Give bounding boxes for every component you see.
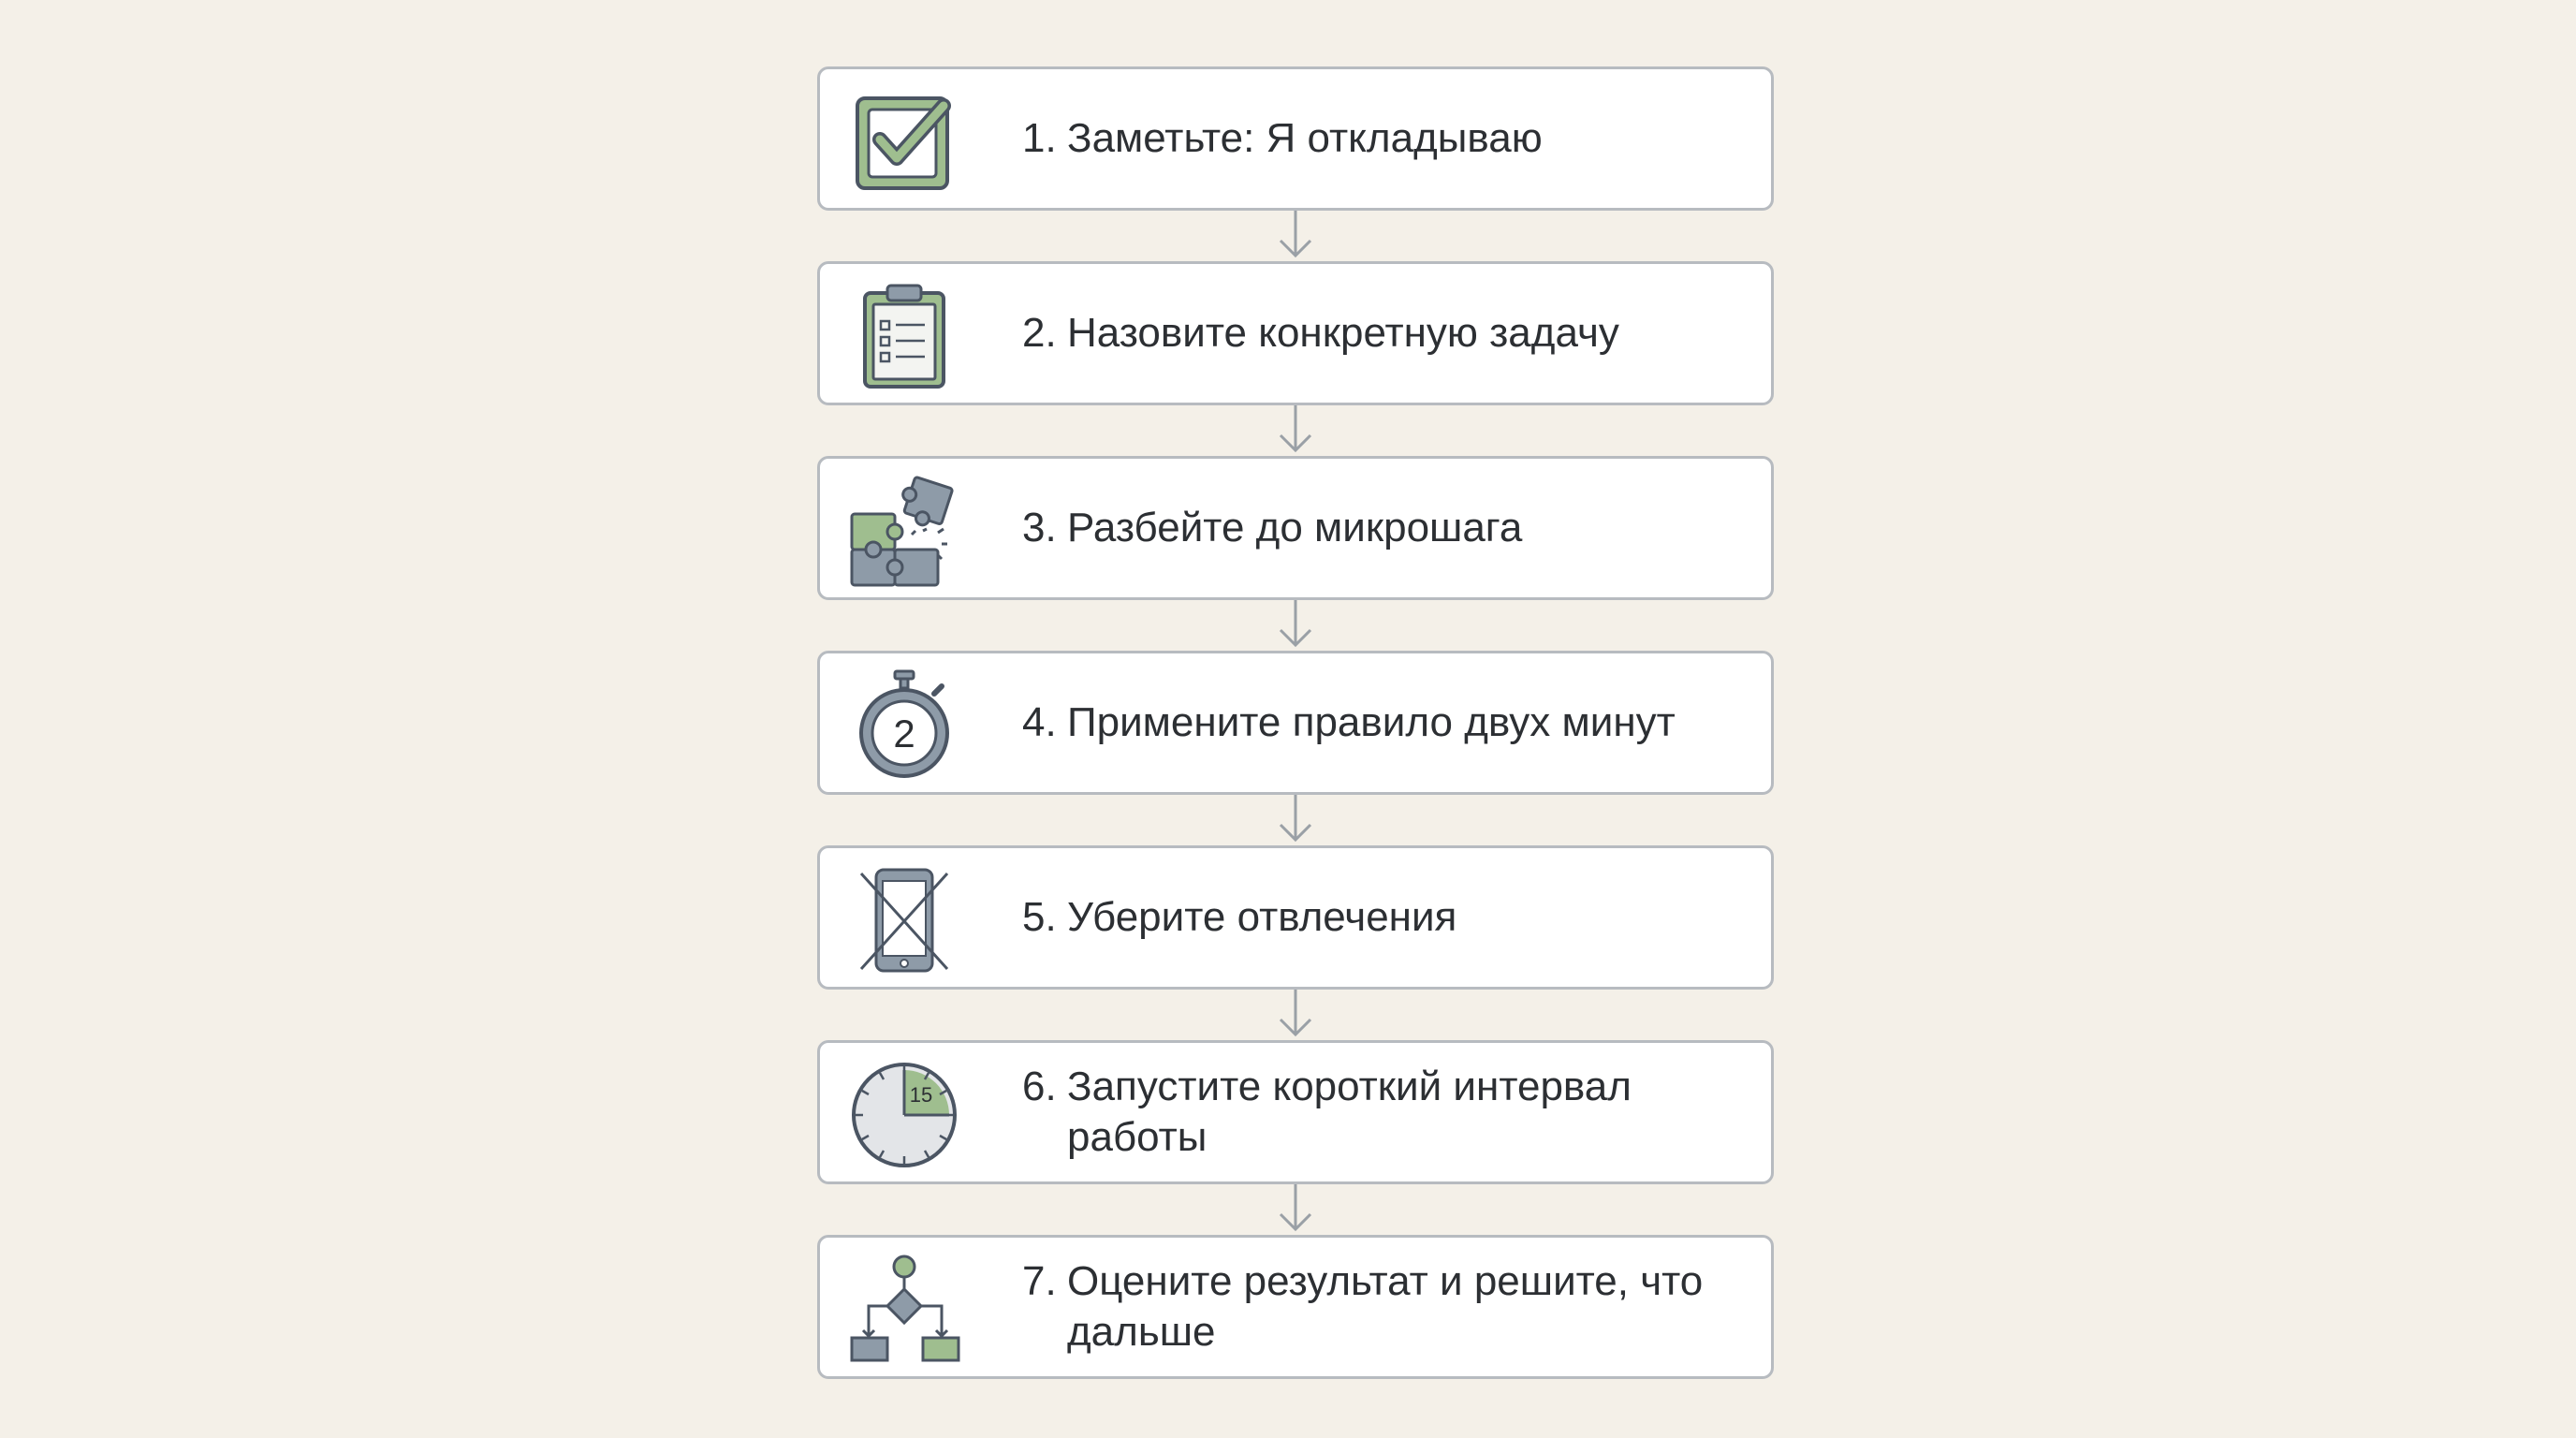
connector-arrow — [817, 211, 1774, 261]
clipboard-checklist-icon — [848, 280, 960, 392]
step-number: 6. — [1022, 1064, 1057, 1109]
step-card-5: 5. Уберите отвлечения — [817, 845, 1774, 990]
step-number: 5. — [1022, 894, 1057, 940]
step-label: Назовите конкретную задачу — [1067, 310, 1619, 356]
connector-arrow — [817, 990, 1774, 1040]
step-card-7: 7. Оцените результат и решите, что дальш… — [817, 1235, 1774, 1379]
phone-crossed-icon — [848, 864, 960, 976]
step-number: 3. — [1022, 505, 1057, 550]
connector-arrow — [817, 795, 1774, 845]
decision-flowchart-icon — [848, 1254, 960, 1366]
step-text-3: 3. Разбейте до микрошага — [1022, 503, 1522, 553]
step-label: Запустите короткий интервал работы — [1067, 1064, 1632, 1160]
step-card-1: 1. Заметьте: Я откладываю — [817, 66, 1774, 211]
step-number: 1. — [1022, 115, 1057, 161]
puzzle-pieces-icon — [848, 475, 960, 587]
stopwatch-icon: 2 — [848, 669, 960, 782]
stopwatch-number: 2 — [893, 712, 915, 756]
timer-minutes: 15 — [910, 1083, 932, 1107]
step-text-5: 5. Уберите отвлечения — [1022, 892, 1456, 943]
connector-arrow — [817, 1184, 1774, 1235]
step-text-2: 2. Назовите конкретную задачу — [1022, 308, 1619, 359]
step-text-4: 4. Примените правило двух минут — [1022, 697, 1676, 748]
connector-arrow — [817, 405, 1774, 456]
connector-arrow — [817, 600, 1774, 651]
step-number: 7. — [1022, 1258, 1057, 1304]
step-text-6: 6. Запустите короткий интервал работы — [1022, 1062, 1741, 1163]
step-label: Оцените результат и решите, что дальше — [1067, 1258, 1704, 1355]
step-label: Уберите отвлечения — [1067, 894, 1457, 940]
clock-timer-icon: 15 — [848, 1059, 960, 1171]
step-card-6: 15 6. Запустите короткий интервал работы — [817, 1040, 1774, 1184]
step-text-1: 1. Заметьте: Я откладываю — [1022, 113, 1543, 164]
step-card-4: 2 4. Примените правило двух минут — [817, 651, 1774, 795]
step-label: Разбейте до микрошага — [1067, 505, 1523, 550]
step-number: 4. — [1022, 699, 1057, 745]
step-label: Примените правило двух минут — [1067, 699, 1676, 745]
step-label: Заметьте: Я откладываю — [1067, 115, 1543, 161]
step-card-2: 2. Назовите конкретную задачу — [817, 261, 1774, 405]
step-number: 2. — [1022, 310, 1057, 356]
steps-flowchart: 1. Заметьте: Я откладываю 2. Назовите ко… — [817, 66, 1774, 1379]
step-card-3: 3. Разбейте до микрошага — [817, 456, 1774, 600]
step-text-7: 7. Оцените результат и решите, что дальш… — [1022, 1256, 1741, 1357]
checkbox-check-icon — [848, 85, 960, 198]
